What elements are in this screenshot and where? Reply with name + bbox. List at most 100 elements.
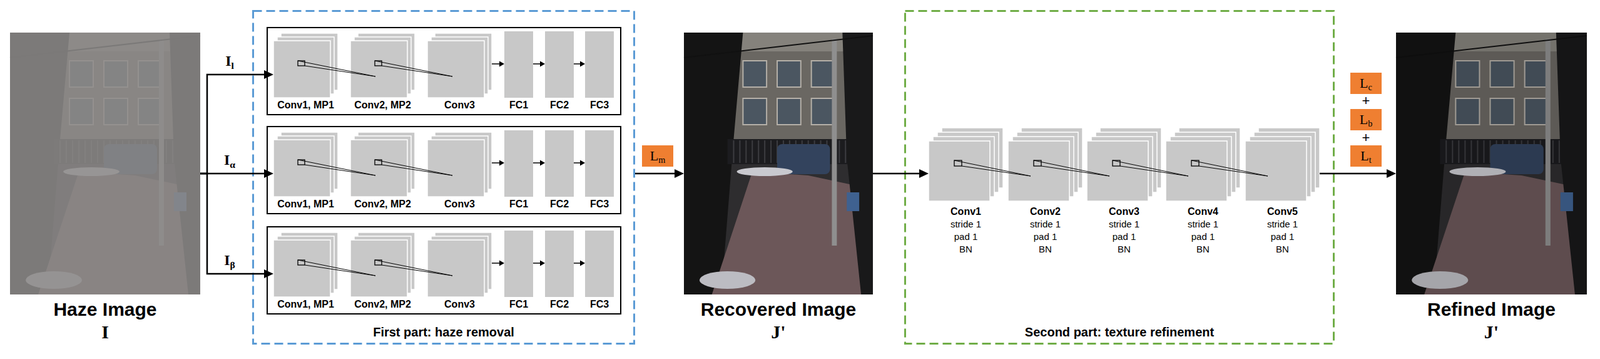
caption-block: FC3	[585, 197, 614, 211]
arrowhead	[580, 61, 586, 67]
fence-bar	[738, 140, 741, 163]
conv-layer: Conv5stride 1pad 1BN	[1245, 125, 1320, 257]
fence-bar	[838, 140, 840, 163]
layer-label: Conv2, MP2	[354, 98, 412, 112]
layer-param: stride 1	[1029, 217, 1061, 231]
layer-block: Conv3	[427, 32, 492, 113]
connector	[533, 162, 541, 164]
feature-map	[928, 140, 990, 201]
layer-block: FC3	[585, 231, 614, 312]
arrowhead	[540, 160, 546, 166]
operator-sign: +	[1362, 93, 1371, 108]
branch-frame	[267, 27, 621, 115]
feature-map	[350, 239, 408, 297]
caption-block: Conv1, MP1	[273, 197, 338, 211]
layer-block: Conv1, MP1	[273, 231, 338, 312]
subscript: l	[231, 60, 235, 71]
arrowhead	[1386, 168, 1397, 178]
haze-overlay	[10, 32, 201, 295]
layer-block: FC3	[585, 131, 614, 212]
connector	[573, 262, 581, 264]
kernel-line	[374, 259, 453, 276]
layer-label: FC2	[550, 98, 569, 112]
conv-layer: Conv3stride 1pad 1BN	[1086, 125, 1162, 257]
pole	[831, 38, 837, 246]
caption-block: Conv2stride 1pad 1BN	[1008, 205, 1083, 256]
connector	[573, 162, 581, 164]
layer-block: Conv2, MP2	[350, 32, 415, 113]
subscript: β	[230, 259, 236, 270]
kernel-line	[374, 159, 453, 176]
caption-block: Conv2, MP2	[350, 98, 415, 112]
dashed-group-outline	[905, 11, 1335, 344]
subscript: c	[1368, 81, 1373, 92]
kernel-line	[381, 164, 453, 176]
caption-block: FC2	[545, 197, 574, 211]
arrowhead	[264, 168, 274, 178]
feature-map	[1165, 140, 1228, 201]
layer-block: FC3	[585, 32, 614, 113]
layer-block: Conv1, MP1	[273, 131, 338, 212]
fence-bar	[844, 140, 846, 163]
layer-block: Conv3	[427, 131, 492, 212]
layer-param: stride 1	[1267, 217, 1298, 231]
connector	[635, 172, 675, 175]
caption-block: Recovered ImageJ'	[683, 297, 873, 343]
arrowhead	[264, 70, 274, 79]
layer-block: FC1	[504, 131, 534, 212]
kernel-line	[961, 165, 1031, 176]
fc-layer	[545, 31, 574, 98]
layer-param: BN	[1117, 242, 1131, 256]
layer-block: FC1	[504, 231, 534, 312]
edge-label: Iα	[222, 150, 237, 169]
branch-frame	[267, 226, 621, 314]
conv-layer: Conv4stride 1pad 1BN	[1165, 125, 1241, 257]
snow	[699, 270, 756, 289]
photo	[10, 32, 201, 295]
feature-map	[1245, 140, 1307, 201]
caption-block: FC1	[504, 98, 534, 112]
arrowhead	[499, 160, 505, 166]
caption-block: Conv3	[427, 297, 492, 311]
layer-block: FC2	[545, 131, 574, 212]
kernel-line	[1033, 160, 1110, 176]
caption-block: Conv1, MP1	[273, 297, 338, 311]
fc-layer	[585, 230, 614, 297]
caption-block: Conv3	[427, 197, 492, 211]
layer-label: FC1	[509, 297, 529, 311]
group-title: Second part: texture refinement	[1024, 323, 1214, 340]
feature-map	[273, 40, 331, 98]
fc-layer	[545, 130, 574, 197]
layer-label: Conv1, MP1	[277, 98, 335, 112]
feature-map	[427, 139, 485, 197]
branch-frame	[267, 126, 621, 214]
image-symbol: J'	[1484, 320, 1499, 343]
kernel-line	[304, 65, 376, 77]
arrowhead	[540, 260, 546, 266]
kernel-line	[297, 60, 376, 77]
layer-param: BN	[1275, 242, 1290, 256]
caption-block: Conv4stride 1pad 1BN	[1165, 205, 1241, 256]
caption-block: FC3	[585, 98, 614, 112]
kernel-line	[374, 60, 453, 77]
caption-block: Second part: texture refinement	[904, 323, 1335, 340]
arrowhead	[499, 61, 505, 67]
connector	[533, 63, 541, 65]
connector	[491, 63, 500, 65]
fc-layer	[504, 31, 534, 98]
arrowhead	[264, 269, 274, 278]
layer-param: pad 1	[1033, 230, 1058, 243]
window	[742, 60, 767, 87]
connector	[200, 172, 265, 175]
layer-param: stride 1	[1187, 217, 1219, 231]
group-box: First part: haze removalConv1, MP1Conv2,…	[252, 10, 636, 345]
caption-block: FC2	[545, 98, 574, 112]
subscript: t	[1369, 154, 1372, 165]
window	[777, 60, 801, 87]
caption-block: FC3	[585, 297, 614, 311]
photo-ground	[683, 32, 873, 295]
layer-param: BN	[959, 242, 973, 256]
edge-label: Il	[224, 51, 236, 70]
caption-block: Conv1stride 1pad 1BN	[928, 205, 1004, 256]
layer-param: BN	[1038, 242, 1052, 256]
